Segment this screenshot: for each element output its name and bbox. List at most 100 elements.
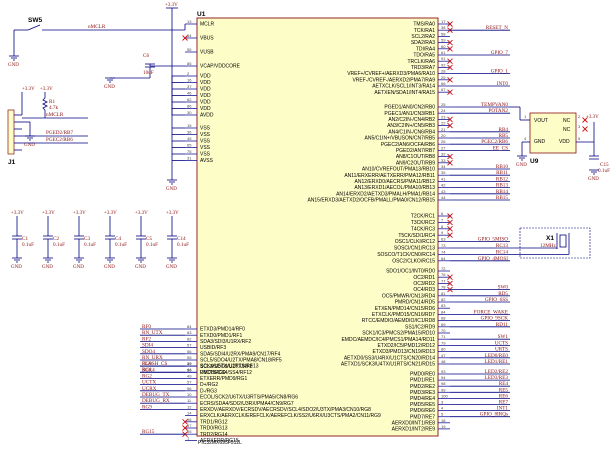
pin-number: 25 [441, 102, 446, 107]
pin-name: SCL3/SDO3/U1TX/RF8 [200, 364, 253, 370]
pin-name: PMD4/RE4 [410, 396, 435, 402]
sw5-gnd-label: GND [8, 63, 19, 68]
net-name: FLASH_CS [142, 361, 167, 367]
u1-pin-right: 60 TDI/RA4 [416, 44, 453, 52]
net-name: RC14 [496, 249, 509, 255]
pin-number: 48 [441, 359, 446, 364]
net-label-right: RE7 [450, 400, 510, 406]
pin-name: TDI/RA4 [416, 46, 435, 52]
pin-number: 83 [441, 303, 446, 308]
net-name: DEBUG_RX [142, 398, 170, 404]
cap-supply: +3.3V [42, 211, 55, 216]
pin-number: 60 [441, 44, 446, 49]
pin-number: 99 [441, 387, 446, 392]
pin-name: D-/RG3 [200, 388, 217, 394]
pin-number: 36 [187, 130, 192, 135]
pin-name: SDA5/SDI4/U2RX/PMA9/CN17/RF4 [200, 351, 281, 357]
net-name: RB13 [496, 183, 509, 189]
net-name: UCTX [142, 380, 156, 386]
cap-value: 0.1uF [146, 242, 158, 248]
net-label-right: RB15 [450, 195, 510, 201]
pin-name: AERXERR/RG15 [200, 438, 239, 444]
pin-name: PMD7/RE7 [410, 414, 435, 420]
pin-number: 85 [187, 61, 192, 66]
net-label-left: RG15 [140, 429, 185, 435]
u1-pin-left: 12ERXDV/AERXDV/ECRSDV/AECRSDV/SCL4/SDO2/… [185, 404, 371, 413]
net-name: PGEC2/RB6 [481, 139, 508, 145]
pin-name: AN11/ERXERR/AETXERR/PMA12/RB11 [344, 173, 435, 179]
pin-number: 57 [187, 380, 192, 385]
no-connect-mark [582, 126, 588, 132]
pin-name: AN2/C2IN-/CN4/RB2 [388, 117, 435, 123]
pin-number: 83 [187, 330, 192, 335]
pin-name: PGEC2/AN6/OCFA/RB6 [381, 142, 435, 148]
pin-name: AERXD1/INT2/RE9 [392, 427, 436, 433]
j1-net: PGEC2/RB6 [46, 137, 73, 143]
net-name: RESET_N [486, 25, 508, 31]
net-name: RE7 [499, 400, 509, 406]
pin-number: 26 [441, 139, 446, 144]
pin-number: 76 [441, 272, 446, 277]
net-label-right: RESET_N [450, 25, 510, 31]
net-name: SCK4 [142, 367, 155, 373]
pin-name: VUSB [200, 50, 214, 56]
cap-gnd: GND [11, 257, 22, 270]
net-label-right: GPIO_6SS [450, 297, 510, 303]
pin-number: 9 [441, 230, 444, 235]
net-label-right: RB13 [450, 183, 510, 189]
pin-number: 31 [187, 156, 192, 161]
net-label-right: RC14 [450, 249, 510, 255]
cap-value: 0.1uF [22, 242, 34, 248]
u1-body [196, 17, 439, 437]
cap-ref: C2 [53, 236, 59, 242]
no-connect-mark [447, 159, 453, 166]
u1-right-pins: 17TMS/RA038TCK/RA158SCL2/RA259SDA2/RA360… [307, 19, 453, 433]
sw5-ref: SW5 [28, 17, 42, 24]
pin-number: 8 [441, 224, 444, 229]
no-connect-mark [447, 45, 453, 52]
u1-gnd: GND [166, 179, 177, 192]
net-name: RB4 [498, 127, 508, 133]
pin-number: 38 [441, 25, 446, 30]
cap-ref: C5 [146, 236, 152, 242]
pin-number: 45 [187, 136, 192, 141]
pin-name: TRD0/RG13 [200, 426, 228, 432]
pin-number: 6 [441, 211, 444, 216]
net-name: RN_UTX [142, 330, 163, 336]
cap-ref: C14 [177, 236, 186, 242]
net-label-left: RN_UTX [140, 330, 185, 336]
no-connect-mark [447, 76, 453, 83]
net-label-right: LED2/RE2 [450, 369, 510, 375]
net-label-left: SDI4 [140, 343, 185, 349]
net-name: LED3/RE3 [485, 375, 509, 381]
cap-value: 0.1uF [115, 242, 127, 248]
net-label-left: RG2 [140, 373, 185, 379]
right-net-labels: RESET_NGPIO_7GPIO_1INT0TEMPVAN0POTAN2RB4… [450, 25, 510, 418]
pin-name: TRCLK/RA6 [407, 59, 435, 65]
net-label-left: RG1 [140, 367, 185, 373]
u1-pin-left: 56D-/RG3 [185, 386, 217, 394]
pin-name: VDD [200, 80, 211, 86]
